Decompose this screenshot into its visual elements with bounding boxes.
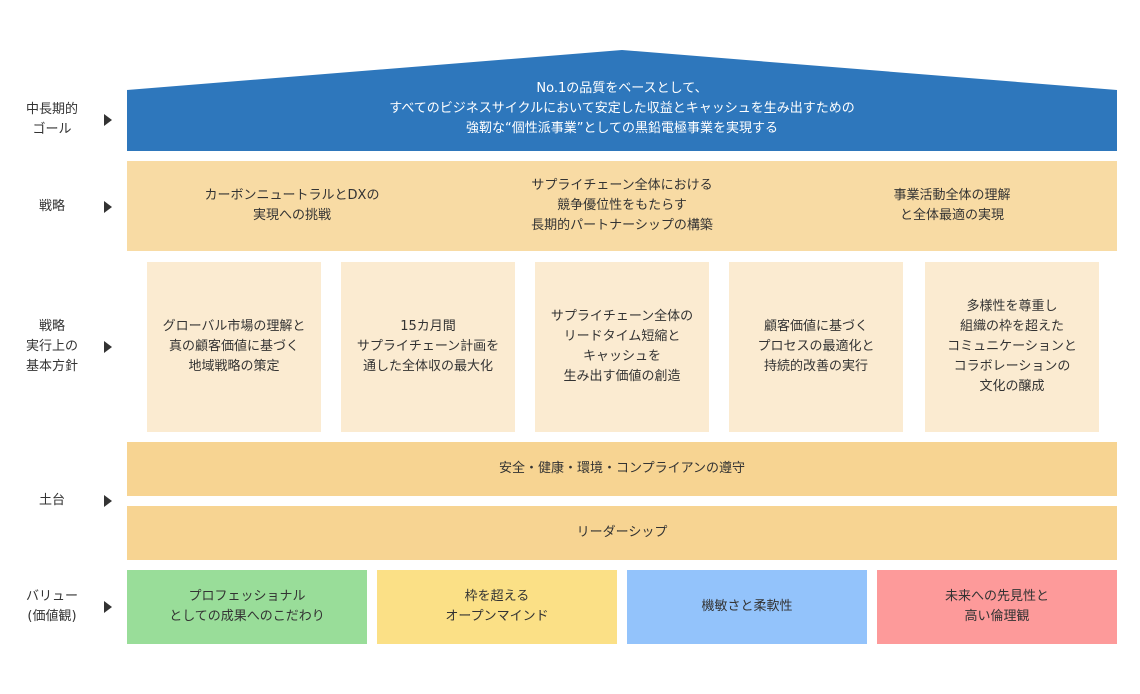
policy-card-2: 15カ月間 サプライチェーン計画を 通した全体収の最大化 — [341, 262, 515, 432]
policy-card-4: 顧客価値に基づく プロセスの最適化と 持続的改善の実行 — [729, 262, 903, 432]
strategy-item-3: 事業活動全体の理解 と全体最適の実現 — [893, 188, 1011, 223]
values-arrow-icon — [104, 601, 112, 613]
strategy-band — [127, 161, 1117, 251]
goal-text: No.1の品質をベースとして、 すべてのビジネスサイクルにおいて安定した収益とキ… — [389, 81, 855, 136]
policy-arrow-icon — [104, 341, 112, 353]
strategy-row-label: 戦略 — [38, 199, 65, 214]
row-label-foundation: 土台 — [0, 490, 120, 512]
strategy-item-1: カーボンニュートラルとDXの 実現への挑戦 — [204, 188, 380, 223]
values-row-label: バリュー (価値観) — [25, 589, 78, 624]
row-label-strategy: 戦略 — [0, 196, 120, 218]
value-card-1: プロフェッショナル としての成果へのこだわり — [127, 570, 367, 644]
row-label-policy: 戦略 実行上の 基本方針 — [0, 316, 120, 378]
foundation-compliance: 安全・健康・環境・コンプライアンの遵守 — [127, 442, 1117, 496]
policy-row-label: 戦略 実行上の 基本方針 — [25, 319, 78, 374]
row-label-goal: 中長期的 ゴール — [0, 100, 120, 140]
row-label-values: バリュー (価値観) — [0, 586, 120, 628]
foundation-row-label: 土台 — [38, 493, 65, 508]
value-card-4: 未来への先見性と 高い倫理観 — [877, 570, 1117, 644]
policy-card-5: 多様性を尊重し 組織の枠を超えた コミュニケーションと コラボレーションの 文化… — [925, 262, 1099, 432]
foundation-arrow-icon — [104, 495, 112, 507]
value-card-3: 機敏さと柔軟性 — [627, 570, 867, 644]
value-card-2: 枠を超える オープンマインド — [377, 570, 617, 644]
foundation-leadership: リーダーシップ — [127, 506, 1117, 560]
goal-row-label: 中長期的 ゴール — [25, 102, 78, 137]
strategy-item-2: サプライチェーン全体における 競争優位性をもたらす 長期的パートナーシップの構築 — [531, 178, 713, 233]
strategy-arrow-icon — [104, 201, 112, 213]
goal-roof-shape — [127, 50, 1117, 151]
goal-arrow-icon — [104, 114, 112, 126]
policy-card-3: サプライチェーン全体の リードタイム短縮と キャッシュを 生み出す価値の創造 — [535, 262, 709, 432]
policy-card-1: グローバル市場の理解と 真の顧客価値に基づく 地域戦略の策定 — [147, 262, 321, 432]
